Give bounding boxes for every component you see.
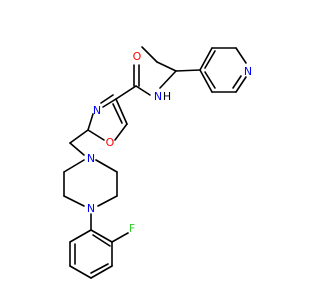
atom-fluorine: F	[129, 222, 135, 235]
bond-ethyl-ch2	[156, 61, 177, 72]
bond-ch2-n	[69, 142, 85, 156]
bond-pyr-4b	[232, 75, 242, 89]
bond-pyr-4	[235, 76, 247, 93]
bond-pip-6	[63, 159, 85, 173]
bond-layer	[63, 46, 247, 279]
bond-oxazole-ch2	[69, 129, 89, 144]
bond-ar-4	[69, 265, 92, 279]
bond-ox-c4-n3-2	[100, 94, 114, 104]
bond-pip-4	[63, 195, 85, 207]
molecule-structure: O N H N N O N N F	[63, 46, 252, 279]
bond-ar-1b	[92, 234, 111, 247]
bond-pyr-3	[235, 47, 247, 64]
bond-pyr-6	[199, 69, 213, 93]
atom-carbonyl-oxygen: O	[133, 50, 142, 63]
atom-pyridine-nitrogen: N	[244, 65, 252, 78]
bond-ar-3b	[90, 263, 109, 274]
bond-pip-1	[95, 159, 118, 173]
atom-amide-nitrogen: N	[154, 90, 162, 103]
atom-amide-hydrogen: H	[163, 90, 171, 103]
bond-ch-pyridine	[175, 69, 201, 72]
atom-oxazole-nitrogen: N	[93, 104, 101, 117]
bond-ethyl-ch3	[141, 46, 158, 63]
bond-ox-c2-o1	[87, 129, 105, 141]
bond-ox-c5-c4	[115, 98, 128, 125]
atom-label-layer: O N H N N O N N F	[87, 50, 252, 235]
bond-ch-nh	[159, 70, 177, 89]
atom-oxazole-oxygen: O	[106, 136, 115, 149]
bond-pip-3	[97, 195, 118, 207]
bond-nh-carbonyl	[135, 85, 151, 96]
bond-ox-c4-n3	[102, 98, 117, 108]
bond-ar-3	[90, 265, 113, 279]
bond-ox-c5-c4-2	[112, 103, 123, 124]
bond-carbonyl-oxazole	[115, 85, 137, 100]
bond-pyr-1	[199, 47, 213, 71]
bond-ox-o1-c5	[114, 123, 128, 141]
bond-c-f	[111, 232, 129, 243]
bond-ar-1	[90, 229, 113, 243]
molecule-canvas: O N H N N O N N F	[63, 46, 252, 279]
bond-pyr-1b	[204, 50, 216, 69]
atom-piperazine-nitrogen-bottom: N	[87, 202, 95, 215]
bond-ar-6	[69, 229, 92, 243]
bond-pyr-6b	[204, 71, 216, 89]
atom-piperazine-nitrogen-top: N	[87, 152, 95, 165]
bond-ox-n3-c2	[87, 113, 94, 131]
